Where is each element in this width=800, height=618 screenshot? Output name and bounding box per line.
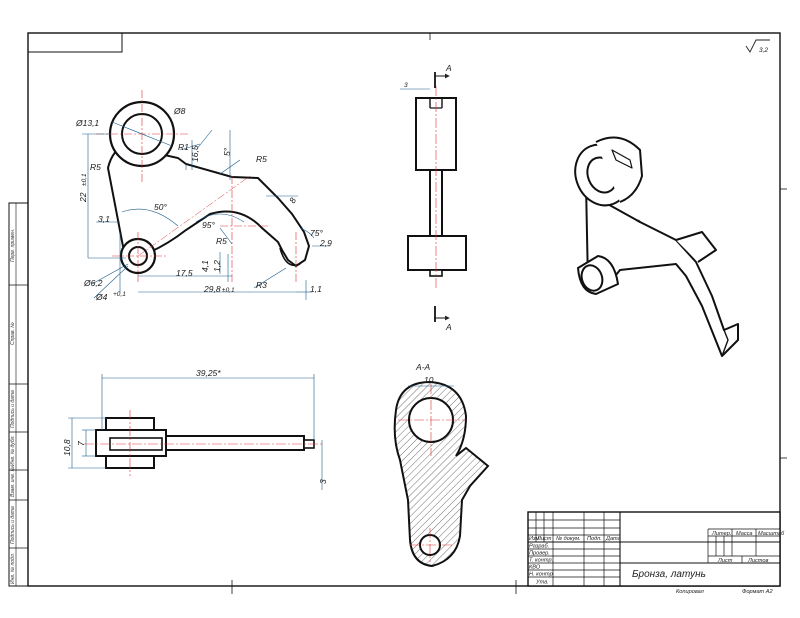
tb-col-sign: Подп.	[587, 536, 602, 542]
dim-16-5: 16,5	[190, 145, 200, 162]
dim-r5-left: R5	[90, 162, 101, 172]
tb-row-tech-control: Т. контр.	[529, 558, 553, 564]
dim-r5-mid: R5	[216, 236, 227, 246]
side-label-first-use: Перв. примен.	[10, 229, 16, 262]
side-label-dup-inv: Инв. № дубл.	[10, 435, 16, 466]
dim-22-tol: ±0,1	[81, 173, 88, 186]
dim-75deg: 75°	[310, 228, 323, 238]
tb-material: Бронза, латунь	[632, 569, 706, 580]
dim-r3: R3	[256, 280, 267, 290]
tb-col-date: Дата	[605, 536, 621, 542]
tb-row-checked: Провер.	[529, 551, 550, 557]
tb-scale: Масштаб	[758, 531, 785, 537]
side-label-ref-no: Справ. №	[10, 322, 16, 345]
tb-sheet: Лист	[717, 558, 733, 564]
section-title: А-А	[415, 362, 431, 372]
dim-d6-2: Ø6,2	[83, 278, 103, 288]
section-arrow-bottom: А	[434, 306, 452, 332]
tb-liter: Литер.	[711, 531, 731, 537]
tb-format: Формат А2	[742, 589, 773, 595]
dim-d13-1: Ø13,1	[75, 118, 99, 128]
dim-1-1: 1,1	[310, 284, 322, 294]
isometric-view	[574, 136, 739, 357]
tb-col-doc: № докум.	[556, 536, 581, 542]
title-block: Изм. Лист № докум. Подп. Дата Разраб. Пр…	[527, 511, 785, 595]
section-label-top: А	[445, 63, 452, 73]
dim-2-9: 2,9	[319, 238, 332, 248]
tb-copied: Копировал	[676, 589, 705, 595]
section-dim-10: 10	[424, 375, 434, 385]
side-label-orig-inv: Инв. № подл.	[10, 553, 16, 584]
dim-50deg: 50°	[154, 202, 167, 212]
tb-row-kvo: КВО	[529, 565, 541, 571]
tb-mass: Масса	[736, 531, 753, 537]
dim-3-1: 3,1	[98, 214, 110, 224]
tb-col-sheet: Лист	[536, 536, 552, 542]
tb-row-developed: Разраб.	[529, 544, 549, 550]
dim-95deg: 95°	[202, 220, 215, 230]
dim-17-5: 17,5	[176, 268, 193, 278]
tb-row-norm-control: Н. контр.	[529, 572, 554, 578]
bottom-dim-7: 7	[76, 441, 86, 446]
tb-col-change: Изм.	[529, 536, 541, 542]
dim-r1: R1	[178, 142, 189, 152]
dim-4-1: 4,1	[200, 260, 210, 272]
section-arrow-top: А	[434, 63, 452, 88]
side-label-replace-inv: Взам. инв. №	[10, 465, 16, 497]
front-dim-3: 3	[404, 82, 408, 89]
roughness-symbol: 3,2	[745, 39, 770, 54]
dim-29-8-tol: ±0,1	[222, 287, 235, 294]
side-strip: Перв. примен. Справ. № Подпись и дата Ин…	[8, 202, 29, 587]
dim-d4: Ø4	[95, 292, 108, 302]
dim-8: 8	[287, 196, 298, 205]
bottom-view: 39,25* 10,8 7 3	[62, 368, 328, 490]
section-view-a-a: А-А 10	[393, 362, 490, 568]
roughness-value: 3,2	[759, 47, 768, 54]
front-view: 3 А А	[400, 63, 467, 332]
side-label-sign-date-2: Подпись и дата	[10, 506, 16, 544]
dim-1-2: 1,2	[212, 260, 222, 272]
side-label-sign-date-1: Подпись и дата	[10, 390, 16, 428]
tb-sheets: Листов	[747, 558, 768, 564]
tb-row-approved: Утв.	[535, 580, 549, 586]
bottom-dim-10-8: 10,8	[62, 439, 72, 456]
dim-22: 22	[78, 192, 88, 203]
bottom-dim-3: 3	[318, 479, 328, 484]
dim-29-8: 29,8	[203, 284, 221, 294]
dim-d4-tol: +0,1	[113, 291, 126, 298]
main-view-lever: Ø13,1 Ø8 R1 16,5 5° R5 R5 22 ±0,1 3,1 50…	[75, 90, 332, 302]
dim-d8: Ø8	[173, 106, 186, 116]
dim-5deg: 5°	[222, 147, 232, 156]
dim-r5-top: R5	[256, 154, 267, 164]
section-label-bottom: А	[445, 322, 452, 332]
bottom-dim-39-25: 39,25*	[196, 368, 221, 378]
